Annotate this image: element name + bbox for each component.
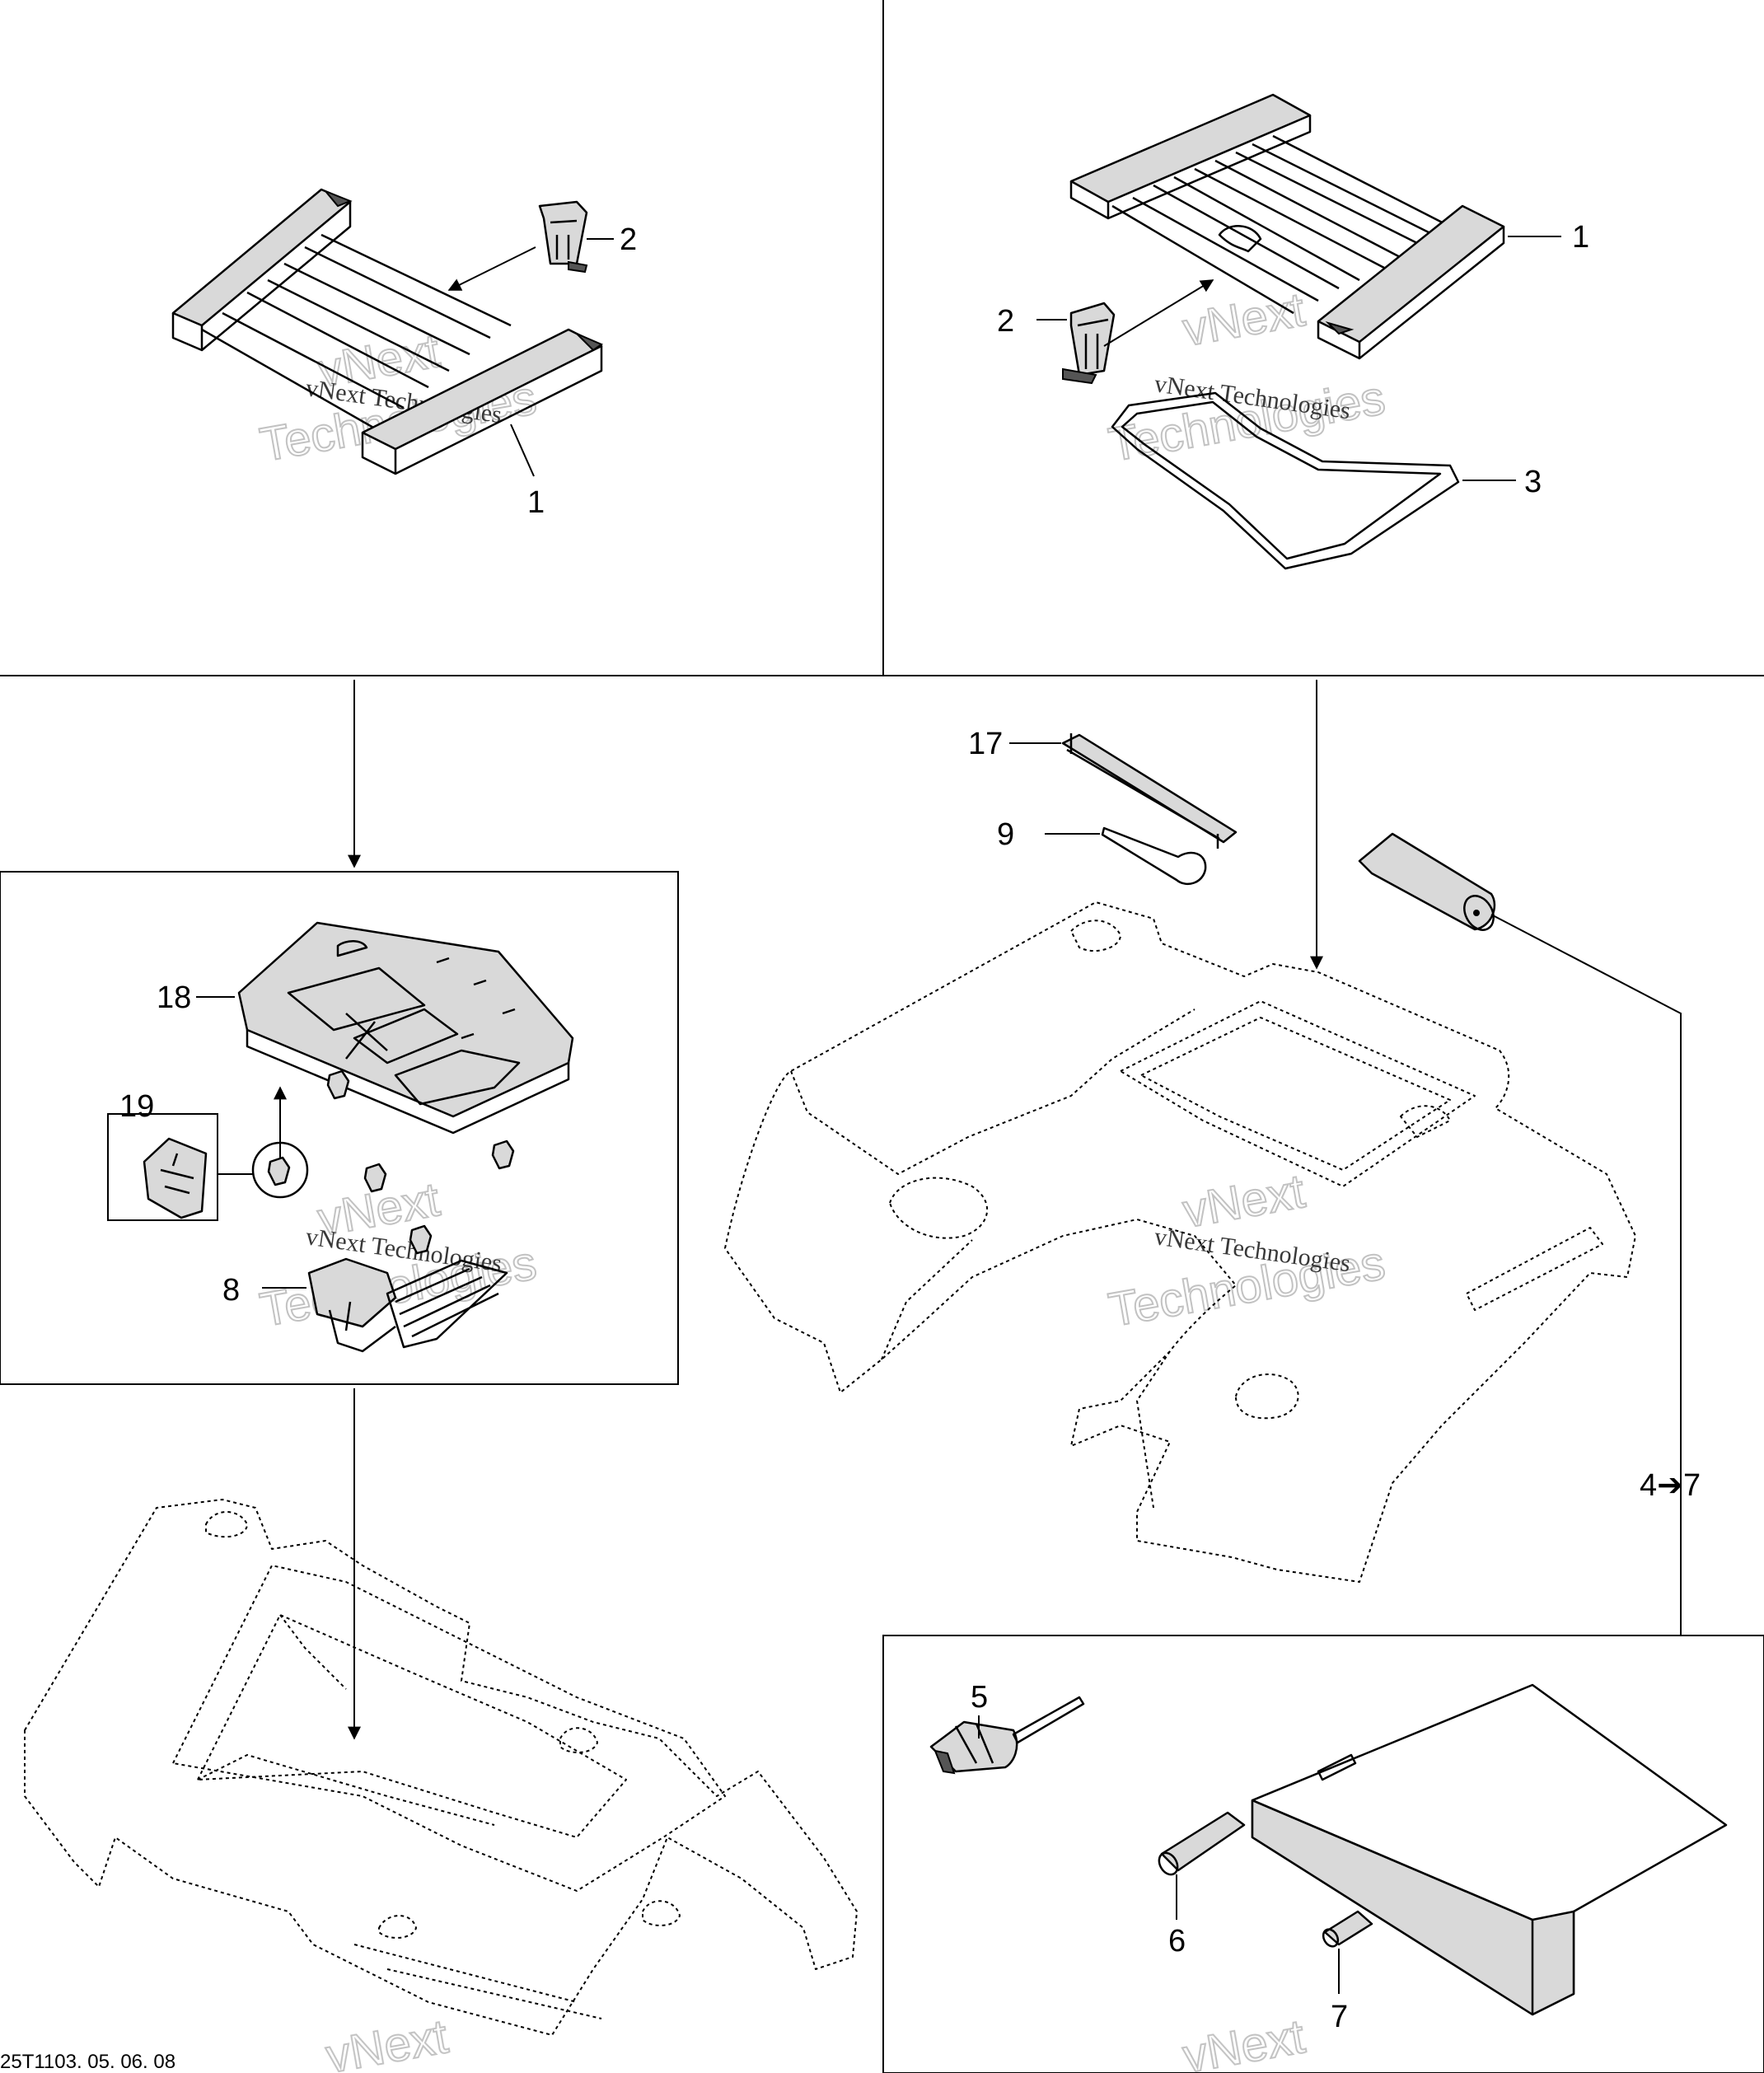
callout-5: 5 [971, 1680, 988, 1715]
clip-part-19 [143, 1137, 208, 1219]
callout-1: 1 [1572, 220, 1589, 255]
arrow-clip-to-rack-right [1103, 279, 1214, 347]
socket-part-6 [1158, 1811, 1246, 1876]
screwdriver-part-5 [929, 1696, 1085, 1775]
detail-box-clip [107, 1113, 218, 1221]
callout-19: 19 [119, 1089, 154, 1124]
callout-3: 3 [1524, 465, 1542, 499]
wrench-part-9 [1101, 826, 1207, 886]
callout-1: 1 [527, 485, 545, 520]
watermark-vnext: vNext [1179, 2010, 1308, 2073]
tool-kit-cylinder [1358, 832, 1496, 931]
callout-18: 18 [157, 980, 191, 1015]
callout-17: 17 [968, 727, 1003, 761]
watermarks: Technologies vNext vNext Technologies Te… [255, 282, 1390, 2073]
rear-fender-left [24, 1499, 858, 2036]
callout-6: 6 [1168, 1924, 1186, 1958]
watermark-vnext: vNext [322, 2010, 452, 2073]
arrow-clip-to-rack-left [447, 246, 536, 291]
hinge-part-17 [1061, 733, 1238, 849]
leader-1a [510, 423, 535, 477]
document-id: 25T1103. 05. 06. 08 [0, 2051, 175, 2073]
callout-9: 9 [997, 817, 1014, 852]
detail-box-luggage-insert [0, 871, 679, 1385]
clip-part-2-left [538, 200, 588, 274]
callout-2: 2 [997, 304, 1014, 339]
detail-box-tool-kit [882, 1635, 1764, 2073]
rack-left [171, 188, 604, 475]
callout-4-to-7: 4➔7 [1640, 1468, 1701, 1503]
push-clips [251, 1069, 515, 1255]
callout-8: 8 [222, 1273, 240, 1308]
rack-right [1069, 93, 1505, 360]
clip-part-2-right [1062, 302, 1116, 385]
gasket-part-3 [1111, 391, 1460, 570]
watermark-vnext: vNext [1179, 283, 1308, 357]
luggage-insert-part-18 [237, 921, 574, 1135]
owners-manual-pouch [1251, 1683, 1728, 2016]
fuse-part-7 [1322, 1910, 1373, 1948]
callout-7: 7 [1331, 2000, 1348, 2034]
latch-part-8 [307, 1257, 508, 1353]
rear-fender-right [724, 901, 1636, 1583]
callout-2: 2 [620, 222, 637, 257]
leader-tool-kit [1490, 914, 1682, 1635]
watermark-vnext: vNext [1179, 1164, 1308, 1238]
